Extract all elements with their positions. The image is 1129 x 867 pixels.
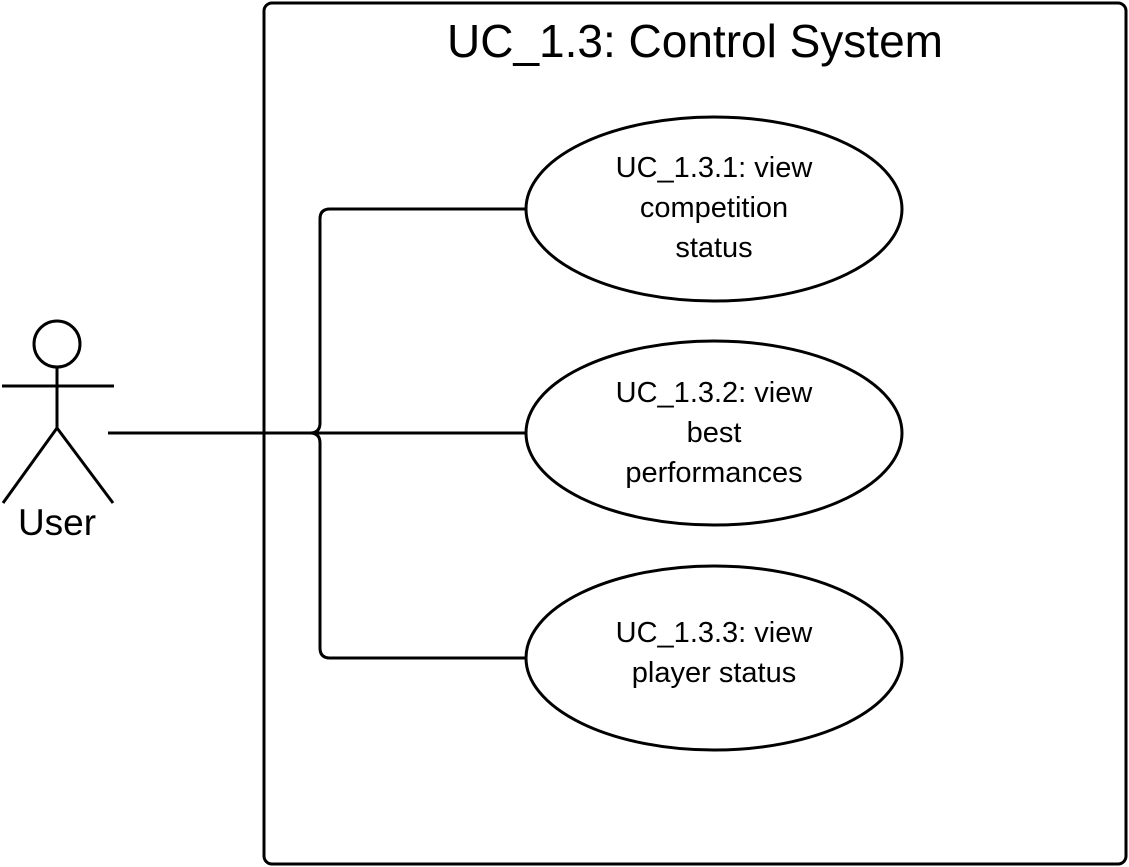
association-branch-lower	[309, 431, 526, 660]
actor-right-leg	[55, 427, 115, 504]
actor-left-leg	[1, 427, 59, 504]
use-case-ellipse-2	[524, 339, 904, 527]
association-branch-upper	[309, 207, 526, 435]
use-case-label-1: UC_1.3.1: view competition status	[615, 152, 813, 264]
use-case-ellipse-3	[524, 564, 904, 752]
use-case-label-3: UC_1.3.3: view player status	[615, 617, 813, 689]
actor-label: User	[17, 502, 97, 543]
use-case-ellipse-1	[524, 115, 904, 303]
stick-figure-actor-icon	[1, 319, 115, 504]
associations	[108, 207, 526, 660]
system-title: UC_1.3: Control System	[447, 15, 943, 67]
actor-head	[32, 319, 82, 369]
use-case-label-2: UC_1.3.2: view best performances	[615, 377, 813, 489]
